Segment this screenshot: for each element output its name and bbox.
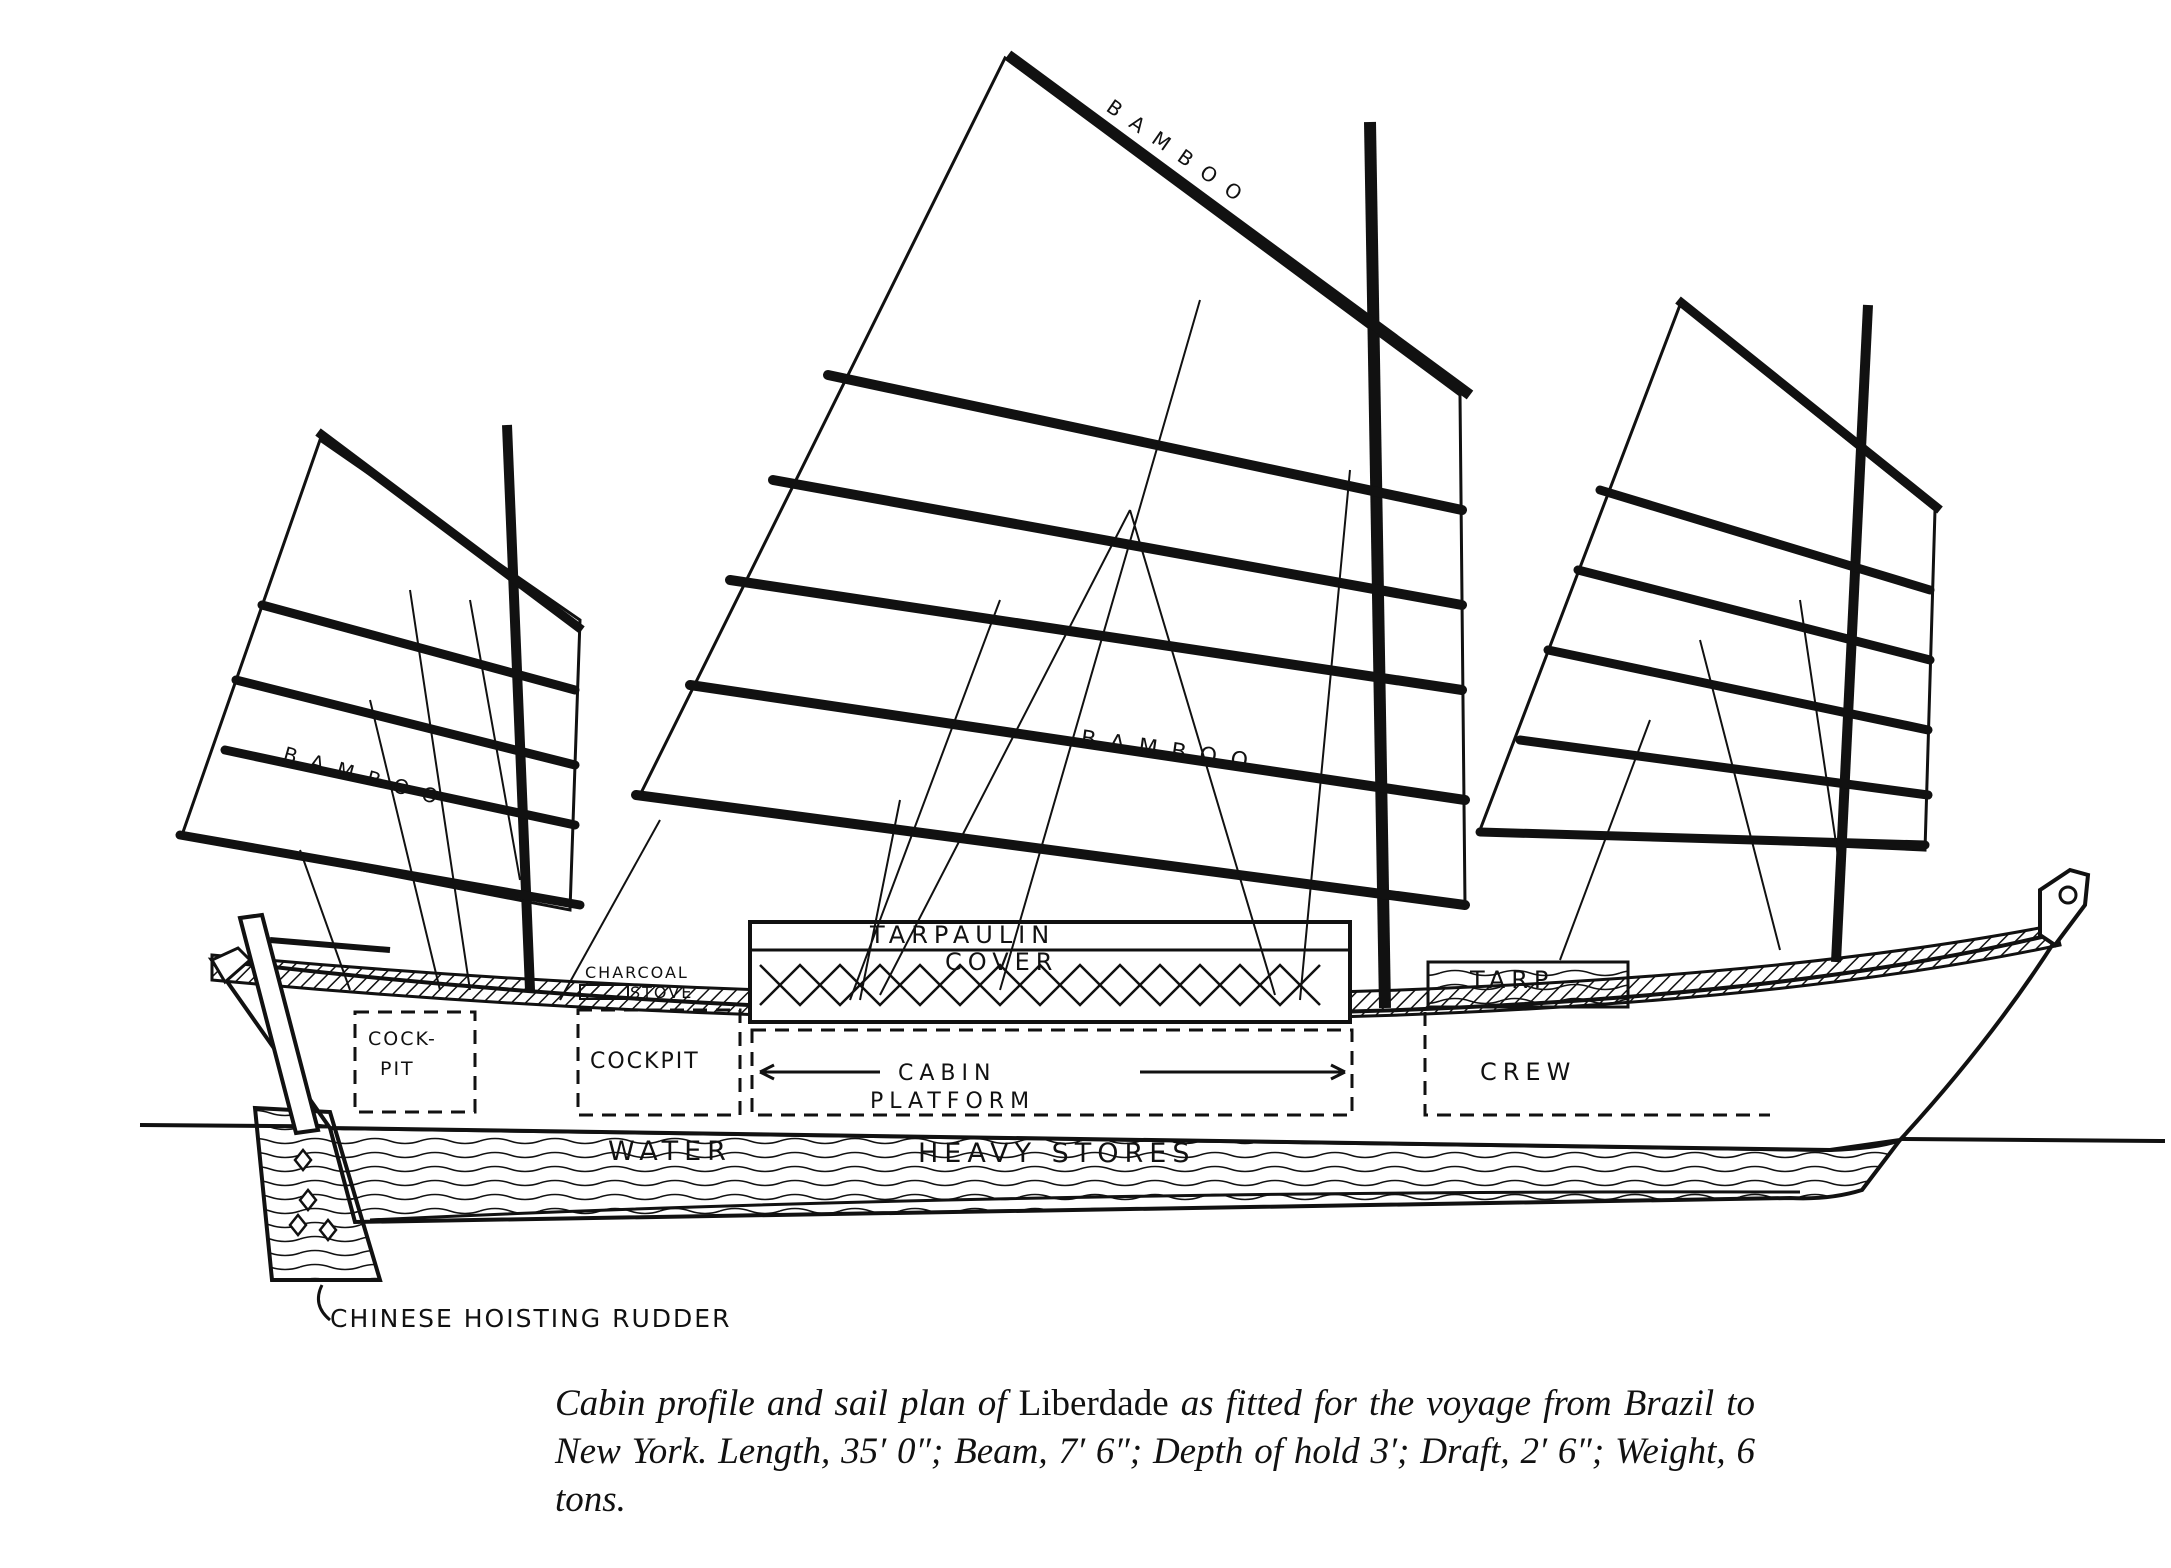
hull-bottom-line — [369, 1190, 1801, 1222]
bow-stem — [2038, 867, 2091, 948]
caption-part-1: Cabin profile and sail plan of — [555, 1383, 1019, 1424]
mizzen-yard — [315, 428, 585, 634]
tarp-box — [1426, 960, 1630, 1009]
rudder-leader — [316, 1284, 331, 1322]
compartments — [353, 1008, 1770, 1117]
main-battens — [631, 370, 1470, 910]
crew-outline — [1423, 1012, 1770, 1117]
caption-ship-name: Liberdade — [1018, 1383, 1169, 1424]
label-stove: STOVE — [630, 983, 693, 1002]
label-cockpit-aft-1: COCK- — [368, 1028, 437, 1050]
main-yard — [1004, 50, 1474, 400]
stern-tiller — [269, 937, 391, 953]
cabin-outline — [750, 1028, 1354, 1117]
figure-caption: Cabin profile and sail plan of Liberdade… — [555, 1380, 1755, 1524]
label-tarp: TARP — [1469, 966, 1554, 994]
fore-sheets — [1559, 599, 1841, 961]
rudder-holes — [288, 1147, 338, 1243]
rudder-stock — [237, 912, 321, 1136]
cover-netting-2 — [759, 963, 1321, 1007]
label-heavy-stores: HEAVY STORES — [918, 1138, 1196, 1169]
main-mast — [1364, 121, 1391, 1009]
cockpit-aft-outline — [353, 1010, 477, 1114]
fore-yard — [1675, 296, 1943, 514]
label-cockpit-aft-2: PIT — [380, 1058, 415, 1080]
bow-hawse — [2058, 885, 2078, 905]
label-rudder: CHINESE HOISTING RUDDER — [330, 1304, 731, 1333]
cabin-arrow — [759, 1063, 1346, 1081]
label-platform: PLATFORM — [870, 1089, 1035, 1114]
label-charcoal: CHARCOAL — [585, 963, 689, 982]
caption-part-2: as fitted for the voyage from Brazil to … — [555, 1383, 1756, 1520]
mizzen-sheets — [299, 589, 521, 991]
charcoal-stove — [579, 984, 629, 1000]
label-cover: COVER — [945, 948, 1058, 976]
label-tarpaulin: TARPAULIN — [869, 921, 1055, 949]
label-cockpit: COCKPIT — [590, 1049, 700, 1074]
label-crew: CREW — [1480, 1058, 1576, 1086]
fore-mast — [1831, 304, 1873, 963]
cockpit-outline — [576, 1008, 742, 1117]
label-water: WATER — [608, 1136, 732, 1167]
tarpaulin-cover-box — [748, 920, 1352, 1024]
label-cabin: CABIN — [898, 1061, 996, 1086]
fore-battens — [1475, 485, 1935, 850]
main-sheets — [559, 299, 1351, 1001]
